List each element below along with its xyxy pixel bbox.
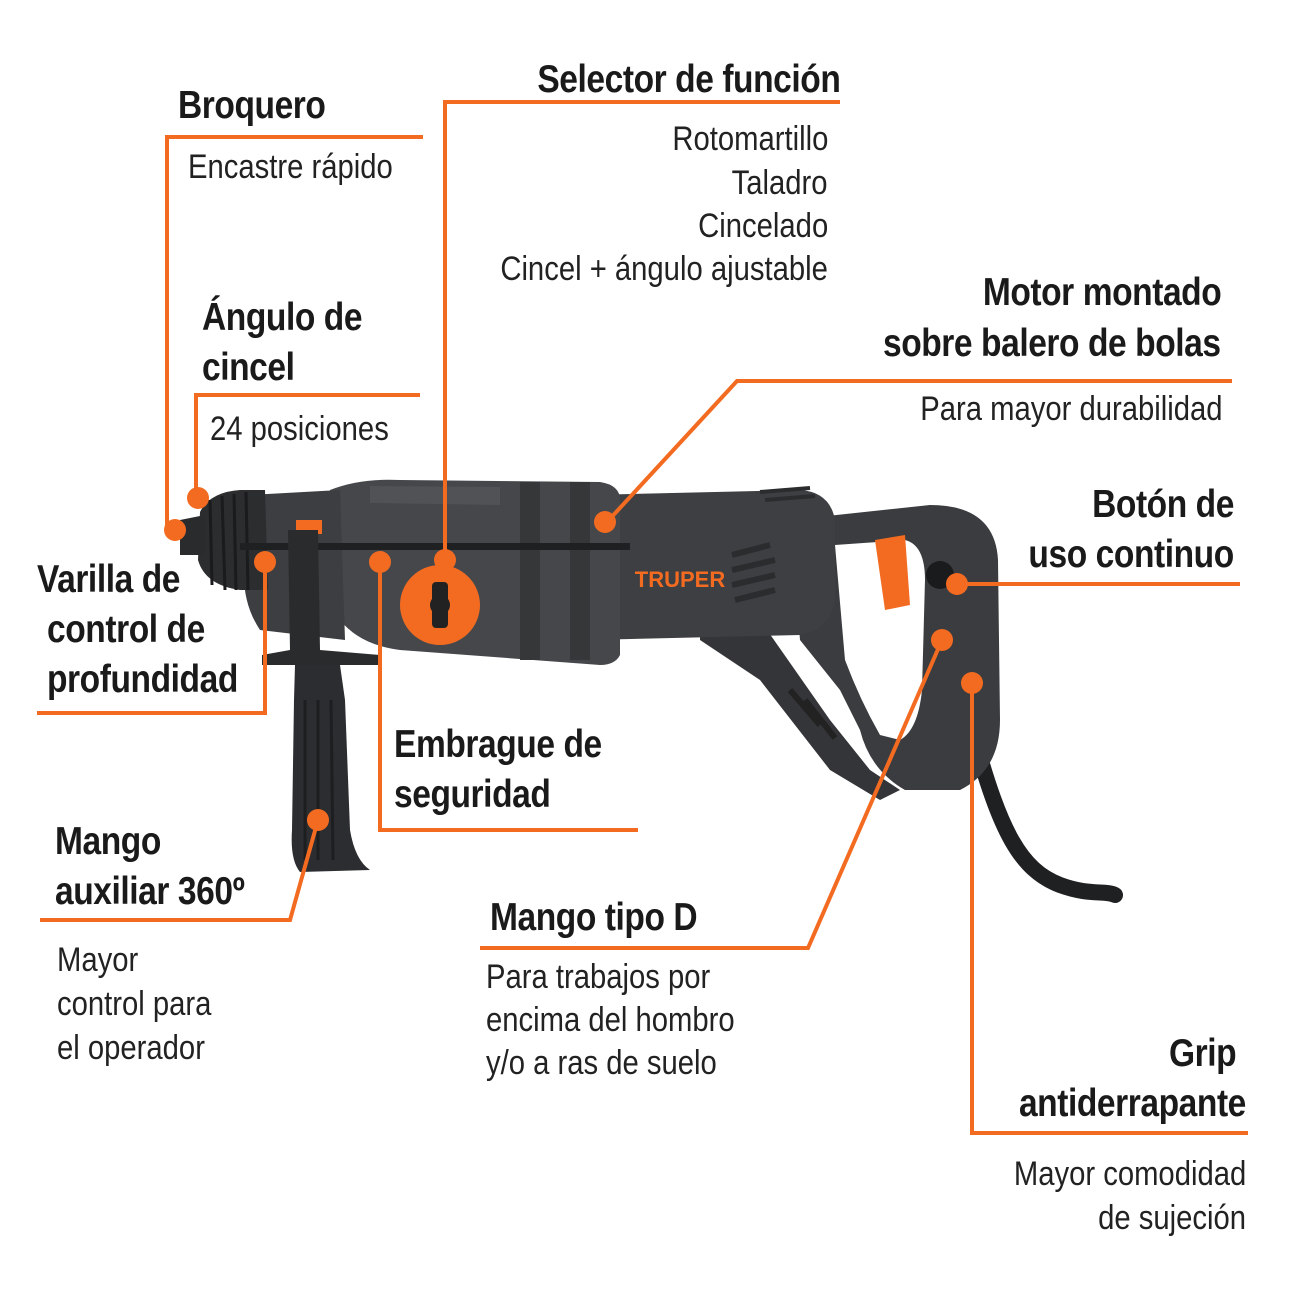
grip-title-2: antiderrapante	[1019, 1082, 1246, 1125]
power-cord	[967, 732, 1123, 903]
leader-grip	[970, 683, 1248, 1135]
selector-desc-1: Rotomartillo	[672, 120, 828, 158]
motor-title-2: sobre balero de bolas	[883, 322, 1221, 365]
angulo-desc: 24 posiciones	[210, 410, 389, 448]
mango-aux-title-1: Mango	[55, 820, 161, 863]
mango-d-desc-3: y/o a ras de suelo	[486, 1044, 717, 1082]
broquero-desc: Encastre rápido	[188, 148, 393, 186]
leader-angulo	[194, 393, 420, 498]
mango-d-title: Mango tipo D	[490, 896, 698, 939]
grip-desc-1: Mayor comodidad	[1013, 1155, 1246, 1193]
selector-desc-3: Cincelado	[697, 207, 828, 245]
embrague-title-1: Embrague de	[394, 723, 602, 766]
motor-housing	[590, 490, 835, 640]
boton-title-2: uso continuo	[1028, 533, 1235, 576]
leader-mango-d	[480, 639, 944, 950]
brand-logo: TRUPER	[635, 567, 726, 592]
leader-motor	[605, 379, 1232, 524]
broquero-title: Broquero	[178, 84, 326, 127]
auxiliary-handle	[262, 530, 380, 665]
mango-aux-desc-2: control para	[57, 985, 212, 1023]
selector-title: Selector de función	[536, 58, 840, 101]
mango-aux-desc-1: Mayor	[57, 941, 139, 979]
boton-title-1: Botón de	[1092, 483, 1234, 526]
leader-broquero	[165, 135, 423, 530]
grip-desc-2: de sujeción	[1098, 1199, 1246, 1237]
angulo-title-2: cincel	[202, 346, 295, 389]
motor-title-1: Motor montado	[982, 271, 1222, 314]
mango-aux-desc-3: el operador	[57, 1029, 205, 1067]
mango-aux-title-2: auxiliar 360º	[55, 870, 245, 913]
leader-lines	[37, 100, 1248, 1135]
grip-title-1: Grip	[1168, 1032, 1237, 1075]
leader-mango-aux	[40, 819, 320, 922]
trigger	[875, 535, 910, 610]
leader-selector	[443, 100, 840, 560]
chuck	[198, 490, 268, 590]
mango-d-desc-2: encima del hombro	[486, 1001, 735, 1039]
selector-desc-4: Cincel + ángulo ajustable	[500, 250, 828, 288]
varilla-title-3: profundidad	[47, 658, 238, 701]
selector-desc-2: Taladro	[732, 164, 828, 202]
leader-varilla	[37, 562, 267, 715]
leader-dots	[164, 487, 983, 831]
varilla-title-2: control de	[47, 608, 205, 651]
leader-embrague	[378, 562, 638, 832]
depth-rod	[240, 543, 630, 550]
angulo-title-1: Ángulo de	[202, 296, 363, 339]
mango-d-desc-1: Para trabajos por	[486, 958, 711, 996]
varilla-title-1: Varilla de	[37, 558, 181, 601]
embrague-title-2: seguridad	[394, 773, 551, 816]
motor-desc: Para mayor durabilidad	[920, 390, 1223, 428]
